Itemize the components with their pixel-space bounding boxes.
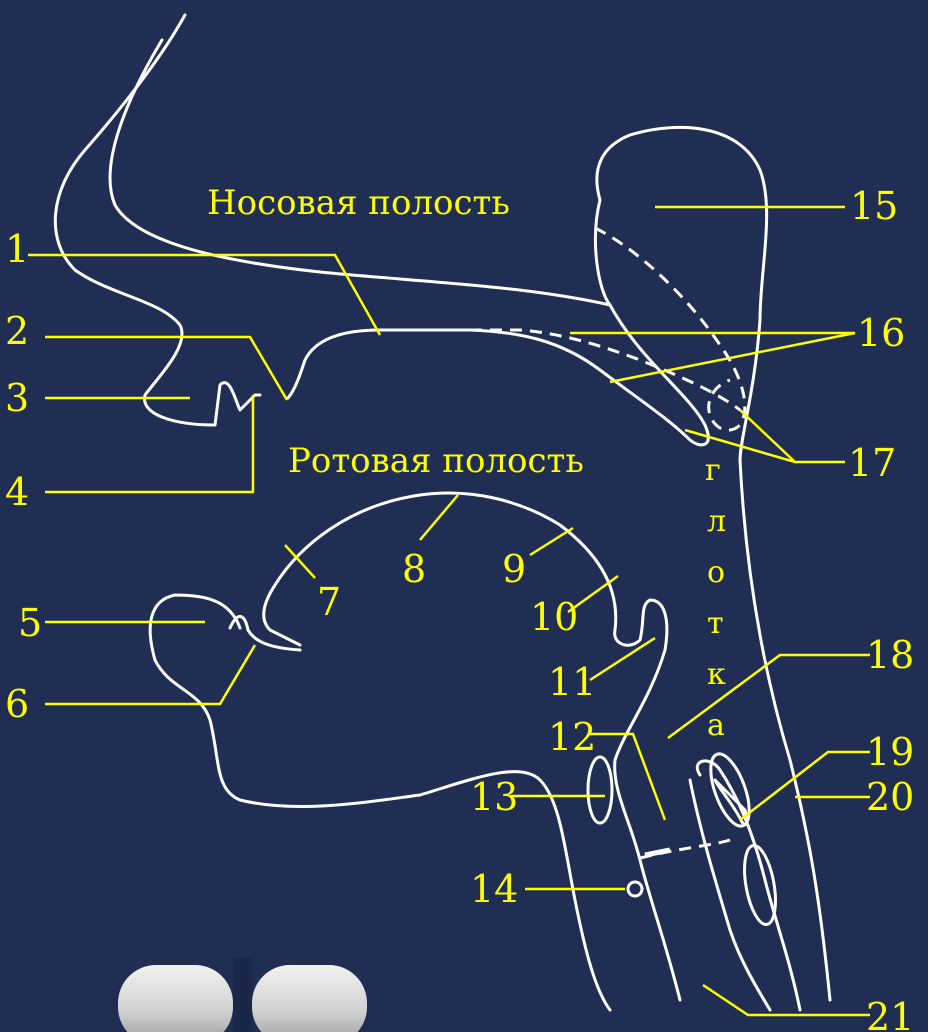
hyoid-outline bbox=[588, 757, 612, 823]
label-21: 21 bbox=[866, 995, 914, 1032]
label-10: 10 bbox=[530, 595, 578, 639]
leader-9 bbox=[530, 528, 573, 555]
nasal-cavity-caption: Носовая полость bbox=[207, 183, 510, 223]
pharynx-letter: г bbox=[705, 453, 721, 488]
label-16: 16 bbox=[857, 311, 905, 355]
label-6: 6 bbox=[5, 682, 29, 726]
label-14: 14 bbox=[470, 867, 518, 911]
label-18: 18 bbox=[866, 633, 914, 677]
leader-8 bbox=[420, 495, 458, 540]
pharynx-letter: л bbox=[707, 504, 726, 539]
pharynx-letter: а bbox=[707, 708, 725, 743]
pharynx-letter: т bbox=[707, 606, 724, 641]
palate-outline bbox=[288, 330, 470, 398]
nasal-cavity-outline bbox=[110, 40, 610, 305]
pharynx-letter: о bbox=[707, 555, 725, 590]
thyroid-point-outline bbox=[628, 882, 642, 896]
leader-1 bbox=[28, 255, 380, 335]
number-labels: 1 2 3 4 5 6 7 8 9 10 11 12 13 14 15 16 1… bbox=[5, 184, 914, 1032]
larynx-front-outline bbox=[690, 780, 770, 1010]
leader-16 bbox=[570, 333, 855, 382]
lower-lip-outline bbox=[150, 595, 610, 1010]
leader-6 bbox=[45, 645, 255, 704]
label-7: 7 bbox=[317, 580, 341, 624]
label-9: 9 bbox=[502, 547, 526, 591]
decorative-logo bbox=[118, 958, 367, 1032]
label-20: 20 bbox=[866, 775, 914, 819]
oral-floor-outline bbox=[264, 493, 680, 1000]
label-13: 13 bbox=[470, 775, 518, 819]
label-4: 4 bbox=[5, 470, 29, 514]
label-2: 2 bbox=[5, 309, 29, 353]
label-11: 11 bbox=[548, 660, 596, 704]
label-8: 8 bbox=[402, 547, 426, 591]
logo-block-left bbox=[118, 965, 233, 1032]
label-15: 15 bbox=[850, 184, 898, 228]
logo-divider bbox=[233, 958, 252, 1032]
dot-mark bbox=[645, 850, 670, 855]
cartilage-19-outline bbox=[703, 749, 757, 831]
label-5: 5 bbox=[18, 601, 42, 645]
label-12: 12 bbox=[548, 715, 596, 759]
label-3: 3 bbox=[5, 376, 29, 420]
leader-19 bbox=[740, 752, 870, 820]
leader-18 bbox=[668, 655, 870, 738]
label-19: 19 bbox=[866, 730, 914, 774]
label-1: 1 bbox=[5, 227, 29, 271]
leader-7 bbox=[285, 545, 315, 578]
pharynx-letter: к bbox=[707, 657, 726, 692]
pharynx-caption: г л о т к а bbox=[705, 453, 726, 743]
label-17: 17 bbox=[848, 441, 896, 485]
oral-cavity-caption: Ротовая полость bbox=[288, 441, 584, 481]
soft-palate-outline bbox=[470, 200, 708, 445]
soft-palate-dashed bbox=[470, 330, 740, 410]
logo-block-right bbox=[252, 965, 367, 1032]
leader-21 bbox=[703, 985, 870, 1015]
cartilage-20-outline bbox=[739, 843, 780, 927]
leader-12 bbox=[588, 734, 665, 820]
